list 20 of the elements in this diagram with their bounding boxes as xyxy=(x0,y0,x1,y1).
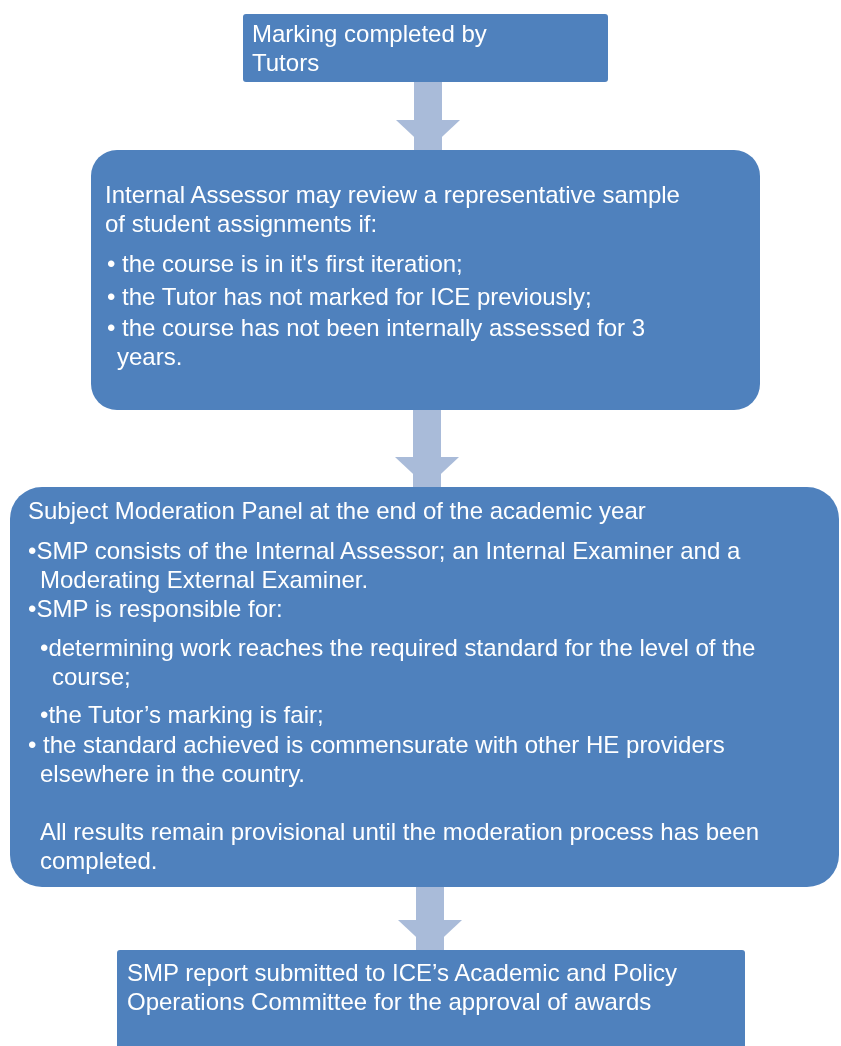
box-text: •SMP consists of the Internal Assessor; an Internal Examiner and a Moderating External Examiner. xyxy=(28,536,742,594)
box-heading: SMP report submitted to ICE’s Academic and Policy Operations Committee for the approval of awards xyxy=(127,958,679,1016)
box-heading: Subject Moderation Panel at the end of the academic year xyxy=(28,496,647,525)
box-heading: Internal Assessor may review a representative sample of student assignments if: xyxy=(105,180,681,238)
box-text: •SMP is responsible for: xyxy=(28,594,284,623)
box-text: • the standard achieved is commensurate with other HE providers elsewhere in the country. xyxy=(28,730,726,788)
process-box xyxy=(10,487,839,887)
box-heading: Marking completed by Tutors xyxy=(252,19,488,77)
block-arrow xyxy=(396,82,460,150)
box-text: • the course is in it's first iteration; xyxy=(107,249,464,278)
box-text: •determining work reaches the required standard for the level of the course; xyxy=(40,633,757,691)
process-box xyxy=(117,950,745,1046)
box-text: • the Tutor has not marked for ICE previously; xyxy=(107,282,593,311)
box-text: • the course has not been internally assessed for 3 years. xyxy=(107,313,647,371)
box-text: •the Tutor’s marking is fair; xyxy=(40,700,325,729)
block-arrow xyxy=(398,887,462,950)
box-text: All results remain provisional until the moderation process has been completed. xyxy=(40,817,761,875)
block-arrow xyxy=(395,410,459,487)
process-box xyxy=(91,150,760,410)
process-box xyxy=(243,14,608,82)
